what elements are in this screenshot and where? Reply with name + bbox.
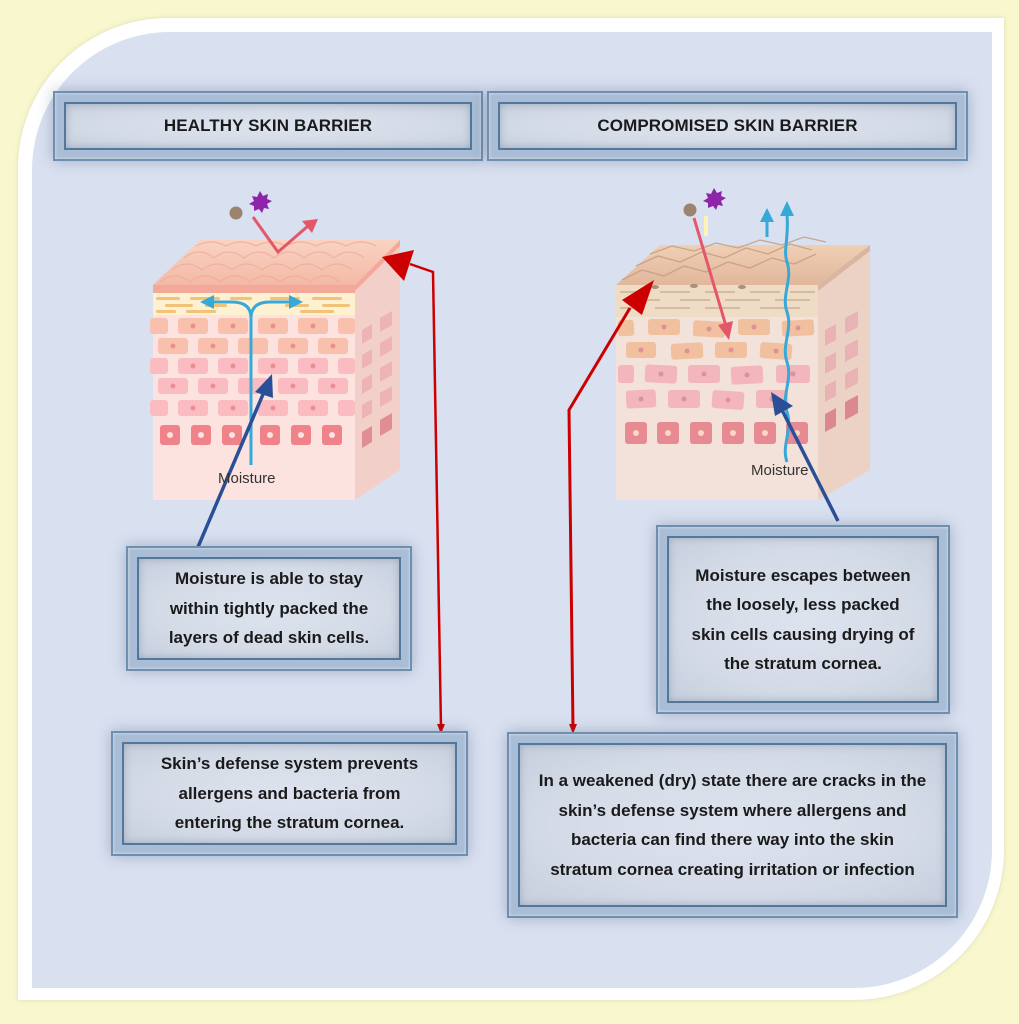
- compromised-defense-note-box: In a weakened (dry) state there are crac…: [507, 732, 958, 918]
- compromised-moisture-label: Moisture: [751, 462, 809, 479]
- healthy-moisture-note-box: Moisture is able to stay within tightly …: [126, 546, 412, 671]
- healthy-skin-block: [150, 240, 400, 500]
- header-healthy: HEALTHY SKIN BARRIER: [53, 91, 483, 161]
- moisture-arrowhead-left: [200, 295, 214, 309]
- escaping-moisture-arrowhead-short: [760, 208, 774, 222]
- compromised-defense-callout-line: [567, 307, 632, 729]
- compromised-moisture-note: Moisture escapes between the loosely, le…: [667, 536, 939, 703]
- healthy-moisture-callout-line: [196, 391, 266, 548]
- healthy-top-face: [153, 240, 400, 285]
- compromised-defense-note: In a weakened (dry) state there are crac…: [518, 743, 947, 907]
- healthy-moisture-arrow: [212, 300, 290, 465]
- deflect-arrow: [251, 216, 309, 255]
- healthy-moisture-callout-arrowhead: [255, 374, 273, 398]
- healthy-defense-note: Skin’s defense system prevents allergens…: [122, 742, 457, 845]
- healthy-cell-rows: [150, 311, 392, 448]
- healthy-moisture-note: Moisture is able to stay within tightly …: [137, 557, 401, 660]
- compromised-top-face: [616, 245, 870, 285]
- compromised-moisture-callout-arrowhead: [771, 392, 793, 416]
- compromised-moisture-callout-line: [780, 409, 840, 522]
- compromised-cell-rows: [617, 311, 858, 444]
- healthy-moisture-label: Moisture: [218, 470, 276, 487]
- deflect-arrowhead: [302, 219, 318, 233]
- crack-highlight: [704, 216, 708, 236]
- healthy-defense-note-box: Skin’s defense system prevents allergens…: [111, 731, 468, 856]
- header-healthy-label: HEALTHY SKIN BARRIER: [64, 102, 472, 150]
- compromised-moisture-note-box: Moisture escapes between the loosely, le…: [656, 525, 950, 714]
- healthy-defense-callout-line: [409, 262, 443, 729]
- moisture-arrowhead-right: [289, 295, 303, 309]
- escaping-moisture-wave: [783, 214, 791, 463]
- penetration-arrowhead: [718, 321, 733, 340]
- bacteria-icon: [229, 206, 243, 220]
- healthy-defense-callout-arrowhead: [382, 250, 414, 281]
- header-compromised-label: COMPROMISED SKIN BARRIER: [498, 102, 957, 150]
- allergen-icon: [249, 191, 272, 213]
- escaping-moisture-arrowhead-main: [780, 201, 794, 216]
- compromised-skin-block: [616, 236, 870, 500]
- penetration-arrow: [692, 217, 728, 327]
- compromised-side-face: [818, 245, 870, 500]
- allergen-icon: [703, 188, 726, 210]
- compromised-defense-callout-arrowhead: [622, 280, 654, 315]
- header-compromised: COMPROMISED SKIN BARRIER: [487, 91, 968, 161]
- bacteria-icon: [683, 203, 697, 217]
